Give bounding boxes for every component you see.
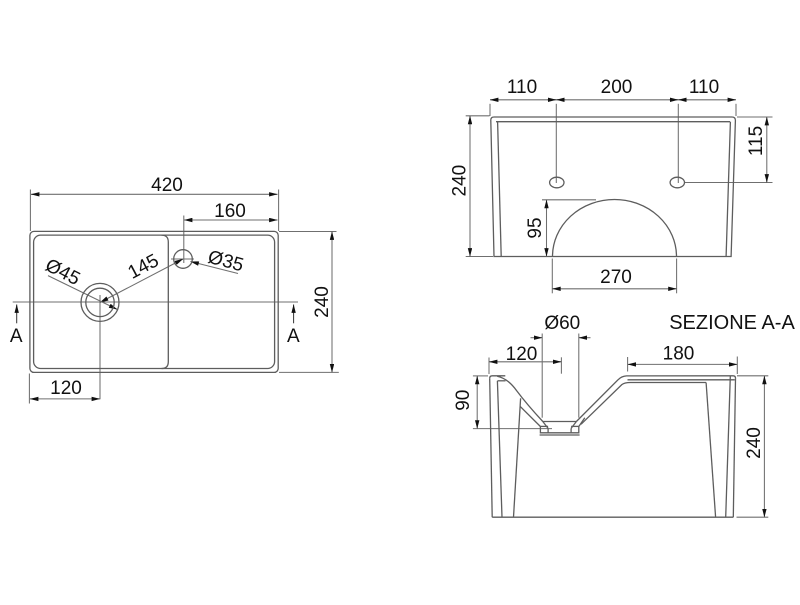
svg-text:Ø35: Ø35 (206, 247, 246, 277)
svg-text:120: 120 (50, 378, 82, 399)
svg-text:SEZIONE A-A: SEZIONE A-A (669, 312, 795, 334)
svg-text:110: 110 (689, 77, 719, 98)
svg-text:240: 240 (449, 165, 470, 197)
svg-text:240: 240 (744, 427, 765, 459)
svg-text:Ø60: Ø60 (544, 313, 580, 334)
svg-text:420: 420 (151, 175, 183, 196)
svg-text:180: 180 (663, 344, 695, 365)
svg-text:145: 145 (125, 250, 163, 283)
svg-text:95: 95 (525, 217, 546, 238)
svg-text:115: 115 (746, 126, 767, 156)
svg-text:200: 200 (601, 77, 633, 98)
svg-text:270: 270 (600, 267, 632, 288)
svg-text:Ø45: Ø45 (42, 255, 84, 290)
svg-text:A: A (287, 326, 300, 347)
svg-text:160: 160 (214, 201, 246, 222)
svg-text:A: A (10, 326, 23, 347)
svg-text:240: 240 (312, 286, 333, 318)
svg-text:110: 110 (507, 77, 537, 98)
svg-text:90: 90 (453, 390, 474, 411)
svg-text:120: 120 (506, 344, 538, 365)
